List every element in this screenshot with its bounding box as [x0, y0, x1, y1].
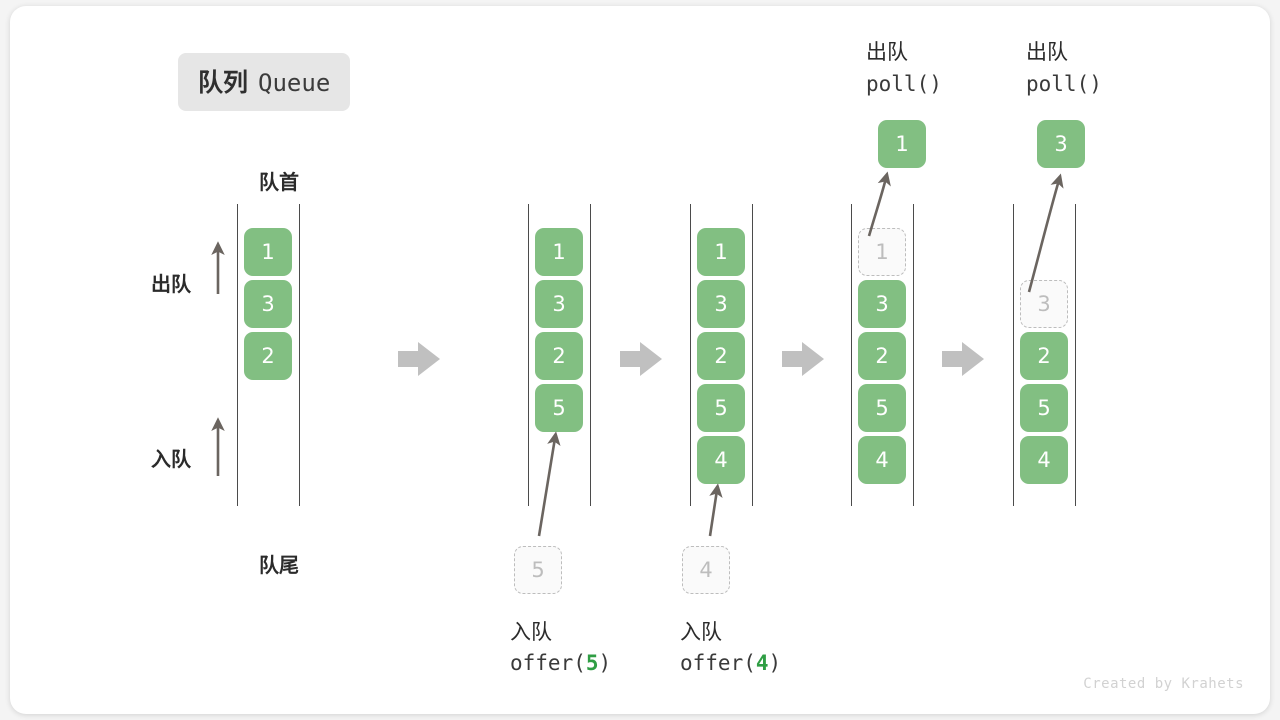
cell: 5 [697, 384, 745, 432]
top-caption-cn: 出队 [1026, 40, 1068, 64]
cell: 1 [535, 228, 583, 276]
incoming-ghost-cell: 5 [514, 546, 562, 594]
rail-left [237, 204, 238, 506]
rail-left [690, 204, 691, 506]
dequeue-marker-label: 出队 [151, 272, 191, 296]
cell: 4 [697, 436, 745, 484]
caption-code-tail: ) [768, 651, 782, 675]
ejected-cell: 3 [1037, 120, 1085, 168]
caption-code-head: offer( [510, 651, 586, 675]
caption-code-arg: 4 [755, 651, 769, 675]
watermark: Created by Krahets [1083, 676, 1244, 692]
title-cn: 队列 [198, 68, 249, 97]
queue-rear-label: 队尾 [259, 553, 299, 577]
rail-right [299, 204, 300, 506]
cell: 4 [858, 436, 906, 484]
rail-right [913, 204, 914, 506]
cell: 3 [697, 280, 745, 328]
caption-code-tail: ) [598, 651, 612, 675]
queue-front-label: 队首 [259, 170, 299, 194]
ejected-cell: 1 [878, 120, 926, 168]
cell: 2 [1020, 332, 1068, 380]
incoming-ghost-cell: 4 [682, 546, 730, 594]
caption-cn: 入队 [680, 620, 722, 644]
offer-5-motion-arrow [537, 431, 561, 537]
cell: 2 [535, 332, 583, 380]
rail-left [1013, 204, 1014, 506]
rail-right [590, 204, 591, 506]
cell: 5 [858, 384, 906, 432]
rail-right [752, 204, 753, 506]
cell-ghost: 3 [1020, 280, 1068, 328]
step-arrow-2 [620, 342, 662, 376]
caption-code-arg: 5 [585, 651, 599, 675]
step-arrow-1 [398, 342, 440, 376]
rail-left [528, 204, 529, 506]
top-caption-code: poll() [1026, 72, 1102, 96]
diagram-card: 队列 Queue 队首 队尾 出队 入队 1 3 2 1 3 2 5 5 入队 … [10, 6, 1270, 714]
step-arrow-4 [942, 342, 984, 376]
caption-cn: 入队 [510, 620, 552, 644]
top-caption-cn: 出队 [866, 40, 908, 64]
caption-code: offer(4) [680, 651, 781, 675]
arrows-overlay [211, 171, 1064, 537]
cell: 3 [244, 280, 292, 328]
enqueue-marker-label: 入队 [151, 447, 191, 471]
offer-4-motion-arrow [708, 483, 723, 537]
title-badge: 队列 Queue [178, 53, 351, 111]
cell: 1 [244, 228, 292, 276]
cell: 3 [858, 280, 906, 328]
cell: 5 [535, 384, 583, 432]
cell: 2 [858, 332, 906, 380]
rail-left [851, 204, 852, 506]
caption-code-head: offer( [680, 651, 756, 675]
cell: 1 [697, 228, 745, 276]
cell-ghost: 1 [858, 228, 906, 276]
step-arrow-3 [782, 342, 824, 376]
rail-right [1075, 204, 1076, 506]
title-en: Queue [258, 69, 331, 97]
top-caption-code: poll() [866, 72, 942, 96]
cell: 2 [697, 332, 745, 380]
cell: 3 [535, 280, 583, 328]
cell: 5 [1020, 384, 1068, 432]
cell: 2 [244, 332, 292, 380]
cell: 4 [1020, 436, 1068, 484]
poll-3-motion-arrow [1027, 173, 1064, 293]
caption-code: offer(5) [510, 651, 611, 675]
